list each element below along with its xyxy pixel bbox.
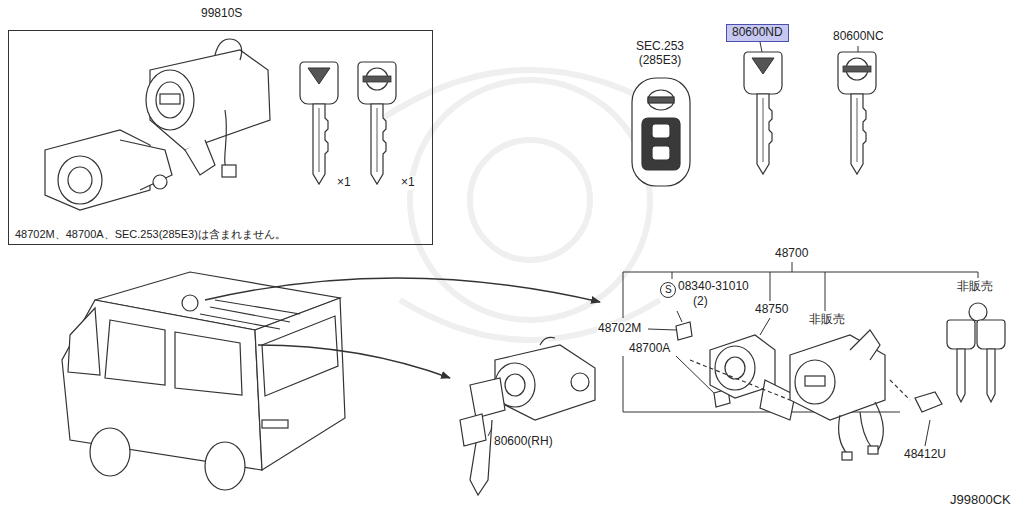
quantity: (2) [692,295,709,309]
note-text: 48702M、48700A、SEC.253(285E3)は含まれません。 [15,228,286,241]
kit-part-number: 99810S [201,7,242,21]
quantity: ×1 [400,176,416,190]
part-number: 80600NC [832,30,885,44]
not-sold-note: 非販売 [956,280,994,294]
section-ref: SEC.253 (285E3) [627,40,693,68]
part-number: 08340-31010 [677,280,750,294]
quantity: ×1 [336,176,352,190]
kit-box: 99810S48702M、48700A、SEC.253(285E3)は含まれませ… [8,30,433,245]
part-number: S [665,284,672,296]
part-number: 48750 [754,303,789,317]
diagram-code: J99800CK [949,493,1012,508]
not-sold-note: 非販売 [808,313,846,327]
part-number: 48702M [597,322,642,336]
part-number: 80600(RH) [493,435,554,449]
part-number: 48700 [774,247,809,261]
part-number: 48700A [628,342,671,356]
part-number: 48412U [903,448,947,462]
part-number: 80600ND [732,26,783,40]
symbol-circle: S [660,282,676,298]
highlighted-part-number: 80600ND [726,24,789,42]
